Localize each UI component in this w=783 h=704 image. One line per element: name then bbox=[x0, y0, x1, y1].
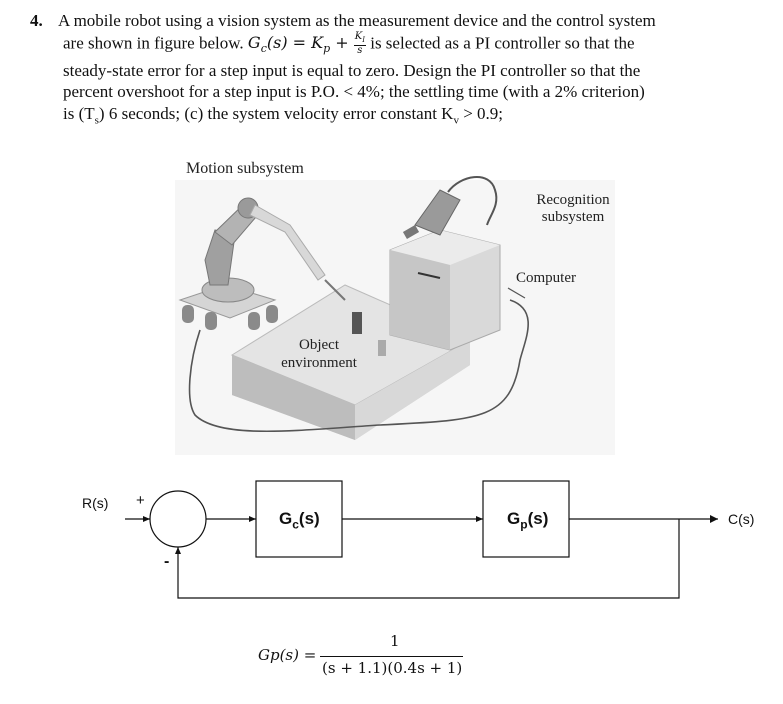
object-block-2 bbox=[378, 340, 386, 356]
robot-arm-lower bbox=[204, 229, 236, 286]
robot-wheel-3 bbox=[248, 312, 260, 330]
table-front bbox=[232, 355, 355, 440]
problem-line-3: steady-state error for a step input is e… bbox=[63, 60, 641, 80]
robot-gripper bbox=[324, 279, 346, 301]
cable-loop bbox=[188, 299, 529, 433]
object-environment-label: Object environment bbox=[281, 337, 357, 371]
object-block-1 bbox=[352, 312, 362, 334]
input-arrow bbox=[143, 516, 150, 522]
computer-front bbox=[390, 250, 450, 350]
plant-label: Gp(s) bbox=[507, 509, 549, 532]
output-signal-label: C(s) bbox=[728, 511, 755, 527]
summing-junction bbox=[149, 490, 207, 548]
input-signal-label: R(s) bbox=[82, 495, 109, 511]
feedback-path bbox=[177, 519, 680, 599]
computer-label-leader bbox=[507, 287, 526, 299]
problem-line-1: 4.A mobile robot using a vision system a… bbox=[30, 11, 656, 30]
computer-slot bbox=[417, 272, 441, 279]
control-arrow bbox=[476, 516, 483, 522]
formula-lhs: Gp(s) = bbox=[258, 646, 317, 664]
problem-line-4: percent overshoot for a step input is P.… bbox=[63, 82, 645, 102]
robot-wheel-1 bbox=[182, 305, 194, 323]
formula-denominator: (s + 1.1)(0.4s + 1) bbox=[322, 659, 463, 677]
controller-label: Gc(s) bbox=[279, 509, 320, 532]
formula-numerator: 1 bbox=[390, 632, 400, 650]
recognition-subsystem-label: Recognition subsystem bbox=[536, 192, 610, 225]
output-arrow bbox=[710, 515, 718, 523]
problem-number: 4. bbox=[30, 11, 43, 30]
problem-line-5: is (Ts) 6 seconds; (c) the system veloci… bbox=[63, 103, 504, 127]
controller-block bbox=[255, 480, 343, 558]
table-side bbox=[355, 340, 470, 440]
problem-line-2: are shown in figure below. Gc(s) = Kp + … bbox=[63, 30, 635, 56]
feedback-arrow bbox=[175, 547, 181, 554]
error-arrow bbox=[249, 516, 256, 522]
camera-cable bbox=[447, 176, 498, 226]
plus-sign: + bbox=[136, 492, 145, 509]
camera-body bbox=[414, 189, 461, 236]
camera-lens bbox=[402, 225, 420, 239]
computer-label: Computer bbox=[516, 270, 576, 286]
robot-forearm bbox=[249, 204, 326, 281]
problem-statement: 4.A mobile robot using a vision system a… bbox=[30, 10, 760, 132]
robot-wheel-2 bbox=[205, 312, 217, 330]
robot-wheel-4 bbox=[266, 305, 278, 323]
formula-fraction-bar bbox=[320, 656, 463, 657]
motion-subsystem-label: Motion subsystem bbox=[186, 160, 304, 177]
minus-sign: - bbox=[164, 553, 170, 570]
computer-top bbox=[390, 230, 500, 265]
